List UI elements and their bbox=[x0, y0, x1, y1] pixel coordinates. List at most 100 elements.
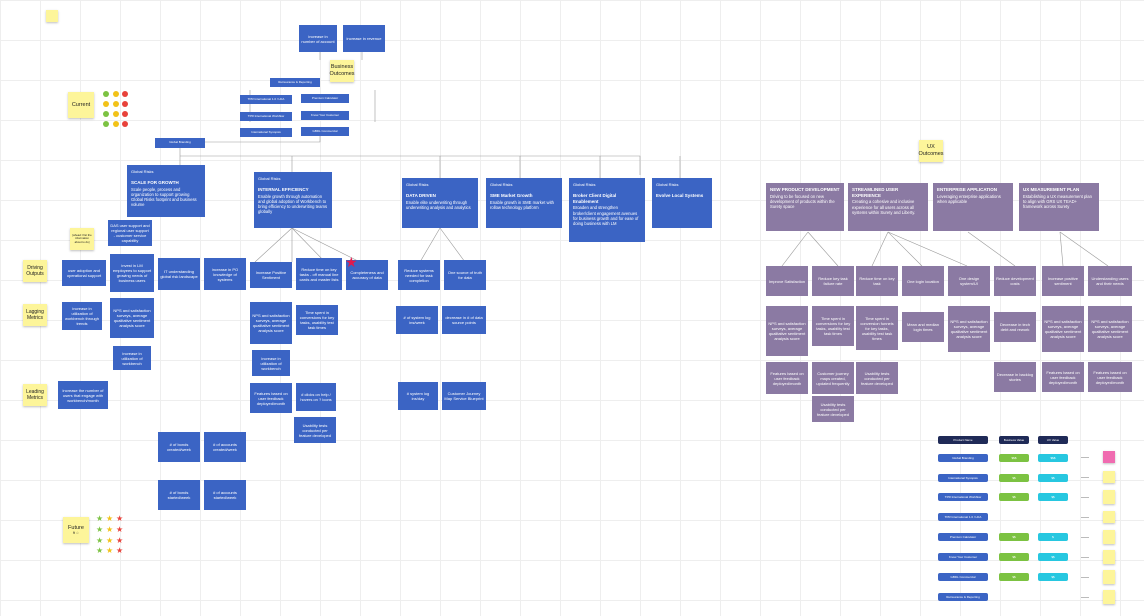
table-side-note[interactable] bbox=[1103, 590, 1115, 604]
ux-metric-time-on-task[interactable]: Reduce time on key task bbox=[856, 266, 898, 296]
table-side-note[interactable] bbox=[1103, 550, 1115, 564]
table-product-name[interactable]: Global Branding bbox=[938, 454, 988, 462]
ux-lagging-time-spent[interactable]: Time spent in conversions for key tasks,… bbox=[812, 306, 854, 346]
pillar2-lagging-nps-a[interactable]: NPS and satisfaction surveys, average qu… bbox=[110, 298, 154, 338]
table-product-name[interactable]: TPR International 1.0 / LDA bbox=[938, 513, 988, 521]
pillar2-lagging-utilization-a[interactable]: increase in utilization of workbench bbox=[113, 346, 151, 370]
table-side-note[interactable] bbox=[1103, 570, 1115, 584]
ux-lagging-time-funnels[interactable]: Time spent in conversion funnels for key… bbox=[856, 306, 898, 350]
global-branding-box[interactable]: Global Branding bbox=[155, 138, 205, 148]
business-goal-accounts[interactable]: increase in number of account bbox=[299, 25, 337, 52]
pillar2-output-it-understanding[interactable]: IT understanding global risk landscape bbox=[158, 258, 200, 290]
pillar2-lagging-nps-b[interactable]: NPS and satisfaction surveys, average qu… bbox=[250, 302, 292, 344]
pillar2-leading-help-clicks[interactable]: # clicks on help / hovers on ? icons bbox=[296, 383, 336, 411]
pillar3-output-one-source[interactable]: One source of truth for data bbox=[444, 260, 486, 290]
pillar1-leading[interactable]: increase the number of users that engage… bbox=[58, 381, 108, 409]
ux-metric-one-login[interactable]: One login location bbox=[902, 266, 944, 296]
pillar2-output-positive-sentiment[interactable]: Increase Positive Sentiment bbox=[250, 262, 292, 288]
pillar2-output-reduce-time[interactable]: Reduce time on key tasks - off manual li… bbox=[296, 258, 342, 290]
ux-lagging-tech-debt[interactable]: Decrease in tech debt and rework bbox=[994, 312, 1036, 342]
product-premium-calculator[interactable]: Premium Calculator bbox=[301, 94, 349, 103]
current-legend-note[interactable]: Current bbox=[68, 92, 94, 118]
ux-outcome-enterprise[interactable]: ENTERPRISE APPLICATION Leveraging enterp… bbox=[933, 183, 1013, 231]
ux-metric-positive-sentiment[interactable]: Increase positive sentiment bbox=[1042, 266, 1084, 296]
business-goal-revenue[interactable]: increase in revenue bbox=[343, 25, 385, 52]
ux-leading-features-2[interactable]: Features based on user feedback deployed… bbox=[1042, 362, 1084, 392]
table-side-note[interactable] bbox=[1103, 530, 1115, 544]
pillar2-output-po-knowledge[interactable]: increase in PO knowledge of systems bbox=[204, 258, 246, 290]
table-product-name[interactable]: TPR International Workflow bbox=[938, 493, 988, 501]
future-legend-note[interactable]: Future ft ☆ bbox=[63, 517, 89, 543]
ux-leading-features-1[interactable]: Features based on user feedback deployed… bbox=[766, 362, 808, 394]
ux-lagging-nps-3[interactable]: NPS and satisfaction surveys, average qu… bbox=[1042, 306, 1084, 352]
product-know-your-customer[interactable]: Know Your Customer bbox=[301, 111, 349, 120]
ux-outcome-streamlined[interactable]: STREAMLINED USER EXPERIENCE Creating a c… bbox=[848, 183, 928, 231]
ux-metric-task-failure[interactable]: Reduce key task failure rate bbox=[812, 266, 854, 296]
table-side-note[interactable] bbox=[1103, 511, 1115, 523]
product-reinsurance[interactable]: Reinsurance & Reporting bbox=[270, 78, 320, 87]
ux-metric-understanding-users[interactable]: Understanding users and their needs bbox=[1088, 266, 1132, 296]
pillar2-accounts-started[interactable]: # of accounts started/week bbox=[204, 480, 246, 510]
ux-outcome-measurement[interactable]: UX MEASUREMENT PLAN Establishing a UX me… bbox=[1019, 183, 1099, 231]
product-gbdl-commercial[interactable]: GBDL Commercial bbox=[301, 127, 349, 136]
table-side-note[interactable] bbox=[1103, 471, 1115, 483]
ux-outcome-new-product[interactable]: NEW PRODUCT DEVELOPMENT Driving to be fo… bbox=[766, 183, 844, 231]
table-side-note[interactable] bbox=[1103, 490, 1115, 504]
pillar-sme-market-growth[interactable]: Global Risks SME Market Growth Enable gr… bbox=[486, 178, 562, 228]
ux-leading-usability-2[interactable]: Usability tests conducted per feature de… bbox=[812, 396, 854, 422]
pillar2-leading-usability[interactable]: Usability tests conducted per feature de… bbox=[294, 417, 336, 443]
pillar3-output-completeness[interactable]: Completeness and accuracy of data bbox=[346, 260, 388, 290]
pillar-broker-client-enablement[interactable]: Global Risks Broker Client Digital Enabl… bbox=[569, 178, 645, 242]
pillar-evolve-local-systems[interactable]: Global Risks Evolve Local Systems bbox=[652, 178, 712, 228]
ux-lagging-nps-2[interactable]: NPS and satisfaction surveys, average qu… bbox=[948, 306, 990, 352]
pillar3-output-reduce-systems[interactable]: Reduce systems needed for task completio… bbox=[398, 260, 440, 290]
row-label-leading-metrics[interactable]: Leading Metrics bbox=[23, 384, 47, 406]
pillar-internal-efficiency[interactable]: Global Risks INTERNAL EFFICIENCY Enable … bbox=[254, 172, 332, 228]
pillar1-output-invest[interactable]: invest in LM employees to support growin… bbox=[110, 254, 154, 292]
table-product-name[interactable]: GBDL Commercial bbox=[938, 573, 988, 581]
pillar1-ahead-note[interactable]: [ahead: first the information about to d… bbox=[70, 228, 94, 250]
pillar1-user-support[interactable]: DAS user support and regional user suppo… bbox=[108, 220, 152, 246]
pillar3-leading-logins[interactable]: # system log ins/day bbox=[398, 382, 438, 410]
pillar3-lagging-logins[interactable]: # of system log ins/week bbox=[396, 306, 438, 334]
pillar1-output-adoption[interactable]: user adoption and operational support bbox=[62, 260, 106, 286]
pillar2-bonds-created[interactable]: # of bonds created/week bbox=[158, 432, 200, 462]
pillar2-accounts-created[interactable]: # of accounts created/week bbox=[204, 432, 246, 462]
mini-sticky-note[interactable] bbox=[46, 10, 58, 22]
ux-lagging-nps-4[interactable]: NPS and satisfaction surveys, average qu… bbox=[1088, 306, 1132, 352]
product-tpr-workflow[interactable]: TPR International Workflow bbox=[240, 112, 292, 121]
table-product-name[interactable]: Premium Calculator bbox=[938, 533, 988, 541]
pillar2-lagging-time-spent[interactable]: Time spent in conversions for key tasks,… bbox=[296, 305, 338, 335]
ux-leading-usability-1[interactable]: Usability tests conducted per feature de… bbox=[856, 362, 898, 394]
row-label-driving-outputs[interactable]: Driving Outputs bbox=[23, 260, 47, 282]
ux-leading-journey-maps[interactable]: Customer journey maps created, updated f… bbox=[812, 362, 854, 394]
pillar3-lagging-data-source[interactable]: decrease in # of data source points bbox=[442, 306, 486, 334]
business-outcomes-note[interactable]: Business Outcomes bbox=[329, 60, 355, 82]
table-product-name[interactable]: Reinsurance & Reporting bbox=[938, 593, 988, 601]
ux-leading-backlog[interactable]: Decrease in backlog stories bbox=[994, 362, 1036, 392]
pillar-desc: Enable growth in SME market with rollow … bbox=[490, 199, 555, 210]
table-product-name[interactable]: International Synopsis bbox=[938, 474, 988, 482]
pillar-title: Evolve Local Systems bbox=[656, 193, 704, 198]
ux-leading-features-3[interactable]: Features based on user feedback deployed… bbox=[1088, 362, 1132, 392]
pillar2-leading-features[interactable]: Features based on user feedback deployed… bbox=[250, 383, 292, 413]
ux-lagging-nps-1[interactable]: NPS and satisfaction surveys, average qu… bbox=[766, 306, 808, 356]
ux-metric-improve-satisfaction[interactable]: Improve Satisfaction bbox=[766, 266, 808, 296]
row-label-lagging-metrics[interactable]: Lagging Metrics bbox=[23, 304, 47, 326]
ux-outcomes-note[interactable]: UX Outcomes bbox=[918, 140, 944, 162]
pillar2-lagging-utilization-b[interactable]: increase in utilization of workbench bbox=[252, 350, 290, 376]
product-tpr-lda[interactable]: TPR International 1.0 / LDA bbox=[240, 95, 292, 104]
product-international-synopsis[interactable]: International Synopsis bbox=[240, 128, 292, 137]
pillar2-bonds-started[interactable]: # of bonds started/week bbox=[158, 480, 200, 510]
ux-lagging-login-times[interactable]: Mean and median login times bbox=[902, 312, 944, 342]
pillar3-leading-journey-map[interactable]: Customer Journey Map Service Blueprint bbox=[442, 382, 486, 410]
table-dash bbox=[1081, 497, 1089, 498]
ux-metric-one-design[interactable]: One design system/UI bbox=[948, 266, 990, 296]
ux-metric-dev-costs[interactable]: Reduce development costs bbox=[994, 266, 1036, 296]
table-product-name[interactable]: Know Your Customer bbox=[938, 553, 988, 561]
pillar1-lagging[interactable]: increase in utilization of workbench thr… bbox=[62, 302, 102, 330]
table-side-note[interactable] bbox=[1103, 451, 1115, 463]
pillar-data-driven[interactable]: Global Risks DATA DRIVEN Enable elite un… bbox=[402, 178, 478, 228]
pillar-scale-for-growth[interactable]: Global Risks SCALE FOR GROWTH Scale peop… bbox=[127, 165, 205, 217]
